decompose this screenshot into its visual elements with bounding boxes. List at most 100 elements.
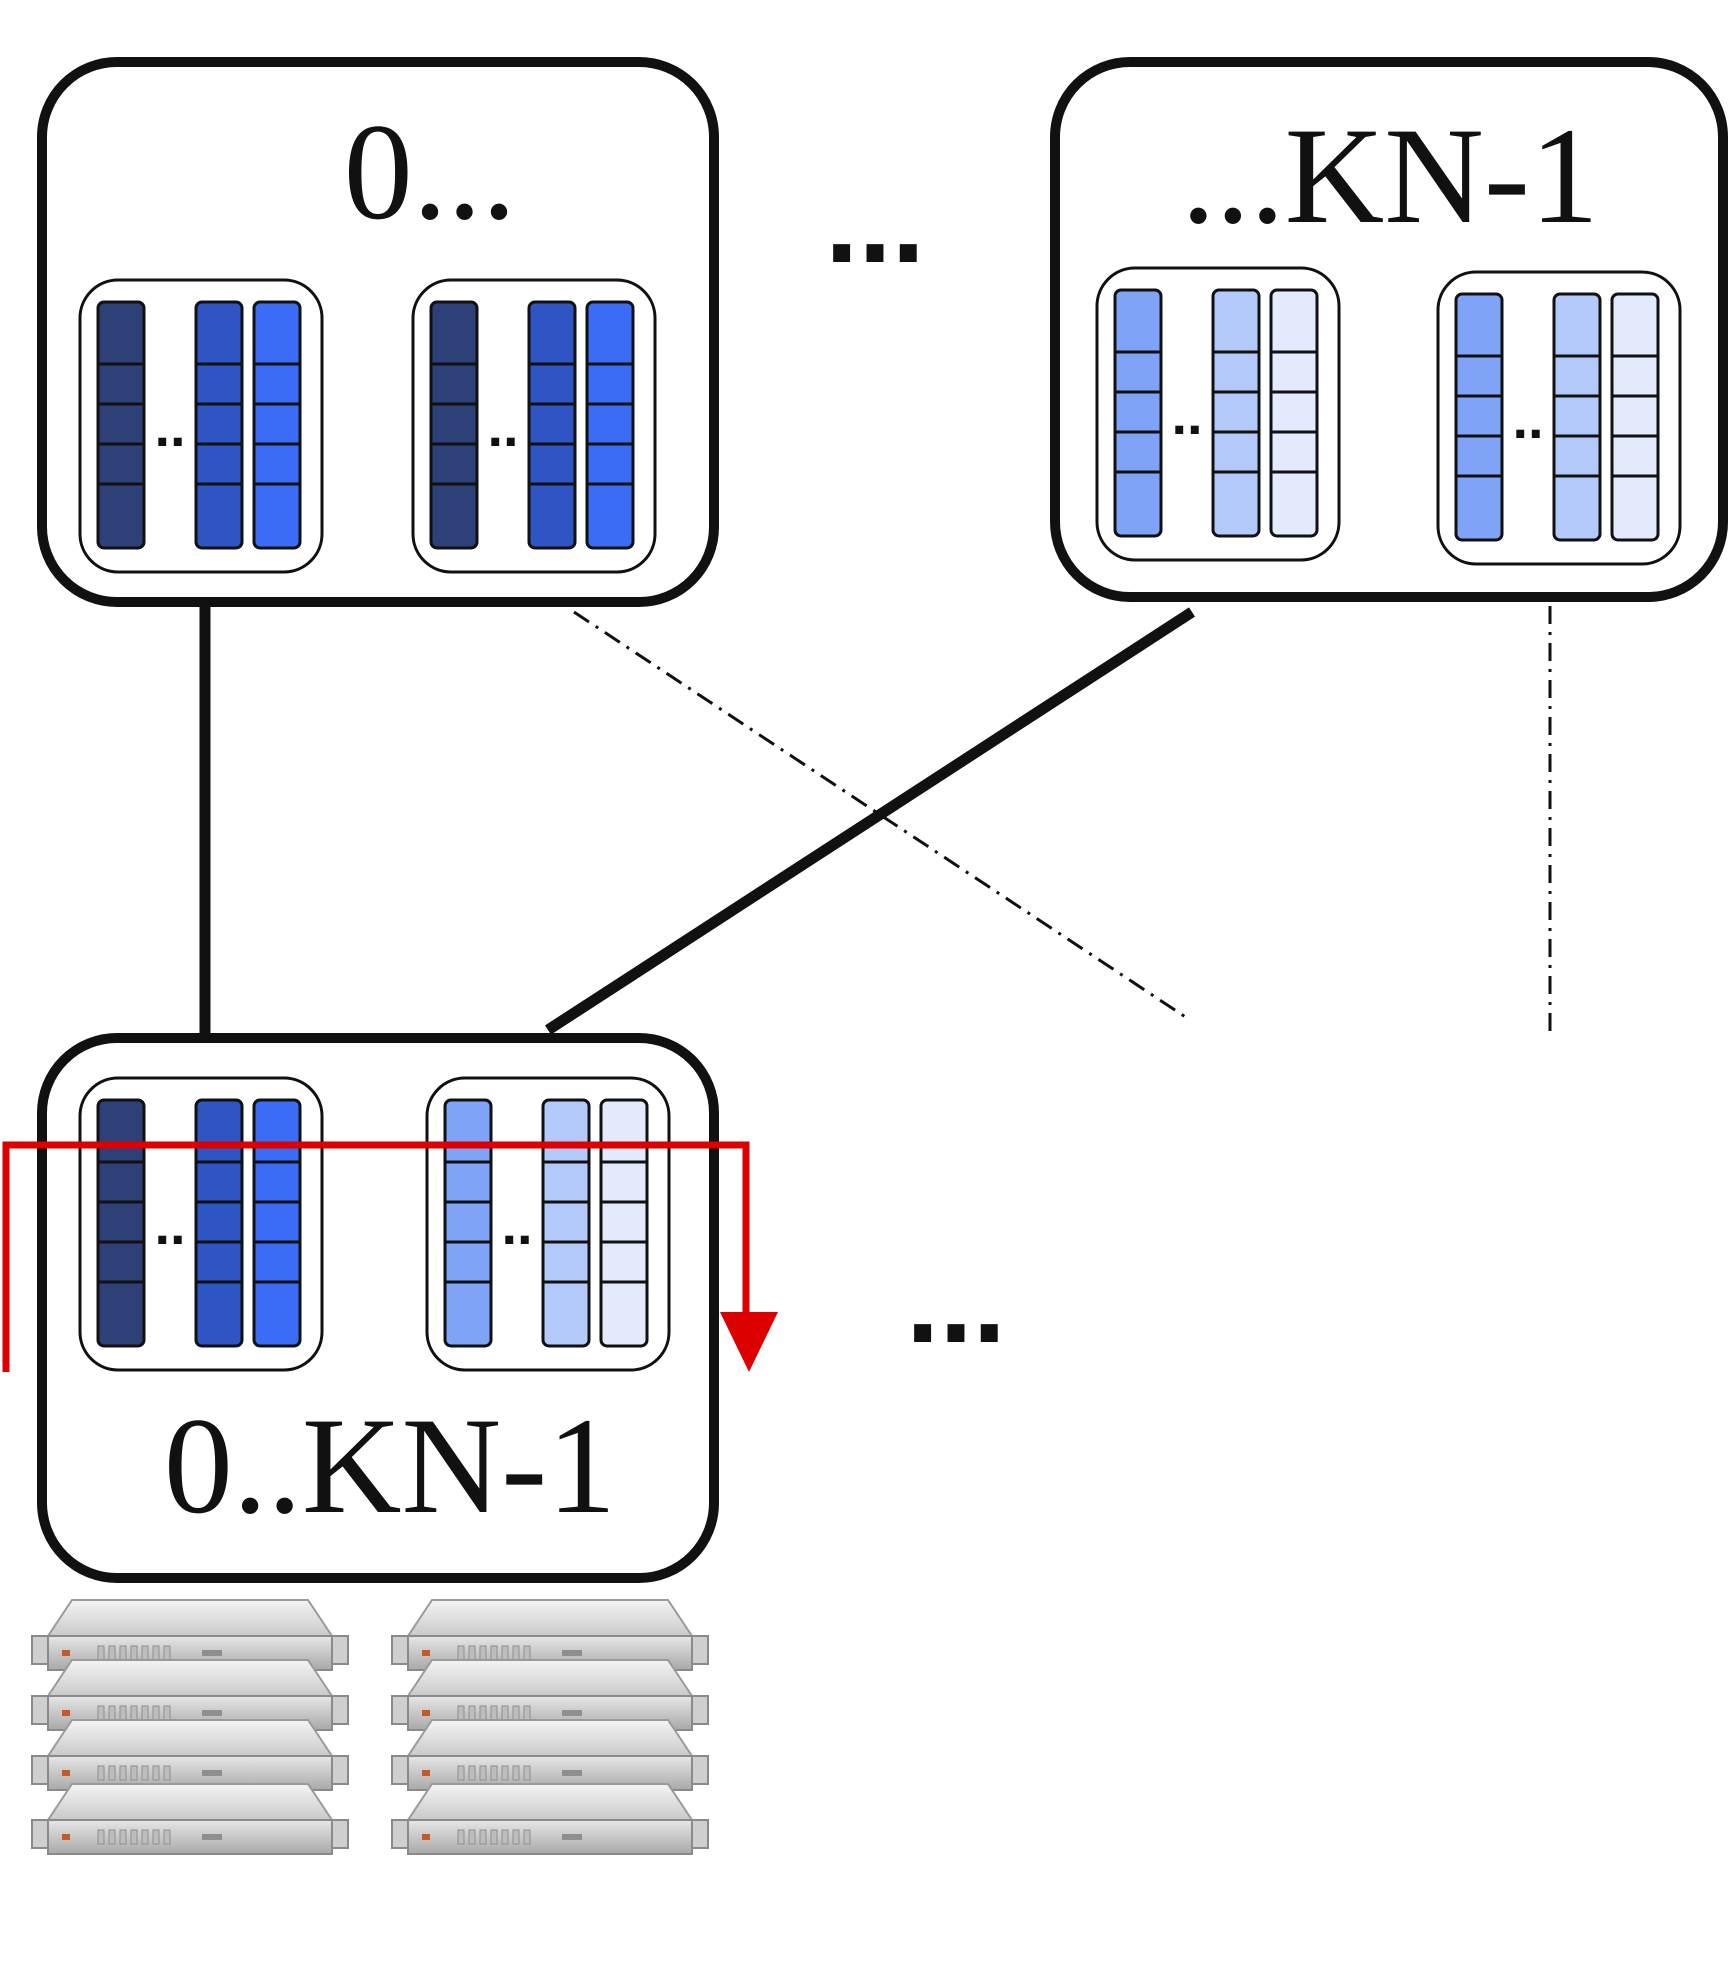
node-bottom-groups: ....	[78, 1076, 671, 1372]
server-front-face	[407, 1819, 693, 1855]
node-top-right: ...KN-1 ....	[1050, 57, 1728, 602]
server-port	[202, 1770, 222, 1776]
server-drive-slot	[97, 1705, 105, 1721]
server-status-led	[62, 1770, 70, 1776]
server-drive-slot	[457, 1645, 465, 1661]
queue-bar	[252, 300, 302, 550]
server-drive-slot	[152, 1705, 160, 1721]
queue-bar-body	[429, 300, 479, 550]
server-port	[202, 1650, 222, 1656]
queue-bar-body	[96, 1098, 146, 1348]
inner-ellipsis: ..	[154, 395, 185, 458]
queue-bar-body	[1454, 292, 1504, 542]
queue-bar	[541, 1098, 591, 1348]
queue-bar	[1113, 288, 1163, 538]
server-drive-slot	[523, 1645, 531, 1661]
server-drive-slot	[501, 1645, 509, 1661]
queue-bar	[194, 300, 244, 550]
node-top-right-label: ...KN-1	[1181, 99, 1599, 252]
server-drive-slot	[523, 1829, 531, 1845]
queue-group: ..	[1095, 266, 1341, 562]
ellipsis-top: ...	[825, 154, 925, 288]
queue-bar-body	[252, 1098, 302, 1348]
server-drive-slot	[468, 1705, 476, 1721]
server-top-face	[406, 1719, 694, 1757]
server-drive-slot	[130, 1829, 138, 1845]
queue-bar-body	[527, 300, 577, 550]
server-status-led	[62, 1710, 70, 1716]
server-unit	[391, 1719, 709, 1791]
server-port	[562, 1770, 582, 1776]
node-top-left-groups: ....	[78, 278, 657, 574]
server-drive-slot	[108, 1705, 116, 1721]
server-drive-slot	[163, 1705, 171, 1721]
server-drive-slot	[512, 1765, 520, 1781]
queue-bar-body	[194, 300, 244, 550]
server-unit	[391, 1783, 709, 1855]
server-port	[202, 1710, 222, 1716]
route-arrow-path	[2, 1141, 750, 1372]
queue-bar	[96, 300, 146, 550]
queue-bar	[527, 300, 577, 550]
node-bottom: 0..KN-1 ....	[37, 1033, 719, 1583]
server-drive-slot	[512, 1705, 520, 1721]
server-drive-slot	[501, 1829, 509, 1845]
server-port	[562, 1834, 582, 1840]
server-top-face	[406, 1783, 694, 1821]
queue-bar	[1269, 288, 1319, 538]
queue-group: ..	[78, 1076, 324, 1372]
server-drive-slot	[457, 1829, 465, 1845]
ellipsis-bottom: ...	[906, 1234, 1006, 1368]
server-status-led	[422, 1710, 430, 1716]
queue-bar-body	[541, 1098, 591, 1348]
server-drive-slot	[479, 1765, 487, 1781]
inner-ellipsis: ..	[1512, 387, 1543, 450]
server-drive-slot	[141, 1829, 149, 1845]
queue-bar-body	[252, 300, 302, 550]
queue-group: ..	[1436, 270, 1682, 566]
server-top-face	[46, 1719, 334, 1757]
server-port	[562, 1710, 582, 1716]
server-drive-slot	[512, 1829, 520, 1845]
queue-bar	[429, 300, 479, 550]
server-drive-slot	[490, 1829, 498, 1845]
server-drive-slot	[152, 1645, 160, 1661]
server-drive-slot	[523, 1705, 531, 1721]
server-drive-slot	[141, 1645, 149, 1661]
inner-ellipsis: ..	[501, 1193, 532, 1256]
queue-bar	[96, 1098, 146, 1348]
server-drive-slot	[119, 1645, 127, 1661]
queue-group: ..	[411, 278, 657, 574]
server-drive-slot	[163, 1829, 171, 1845]
server-drive-slot	[97, 1829, 105, 1845]
queue-bar-body	[96, 300, 146, 550]
server-drive-slot	[163, 1765, 171, 1781]
queue-group: ..	[78, 278, 324, 574]
queue-bar	[1610, 292, 1660, 542]
queue-bar	[1552, 292, 1602, 542]
queue-bar	[443, 1098, 493, 1348]
server-status-led	[62, 1650, 70, 1656]
server-top-face	[46, 1783, 334, 1821]
queue-group: ..	[425, 1076, 671, 1372]
queue-bar-body	[585, 300, 635, 550]
server-drive-slot	[512, 1645, 520, 1661]
inner-ellipsis: ..	[1171, 383, 1202, 446]
queue-bar-body	[1610, 292, 1660, 542]
link-solid-diagonal	[545, 607, 1195, 1035]
server-drive-slot	[119, 1765, 127, 1781]
node-top-right-groups: ....	[1095, 266, 1682, 566]
server-unit	[31, 1719, 349, 1791]
server-top-face	[406, 1659, 694, 1697]
queue-bar	[252, 1098, 302, 1348]
server-drive-slot	[457, 1705, 465, 1721]
inner-ellipsis: ..	[154, 1193, 185, 1256]
server-drive-slot	[130, 1645, 138, 1661]
queue-bar-body	[1113, 288, 1163, 538]
server-port	[202, 1834, 222, 1840]
server-drive-slot	[490, 1765, 498, 1781]
server-drive-slot	[523, 1765, 531, 1781]
server-drive-slot	[163, 1645, 171, 1661]
server-drive-slot	[468, 1765, 476, 1781]
